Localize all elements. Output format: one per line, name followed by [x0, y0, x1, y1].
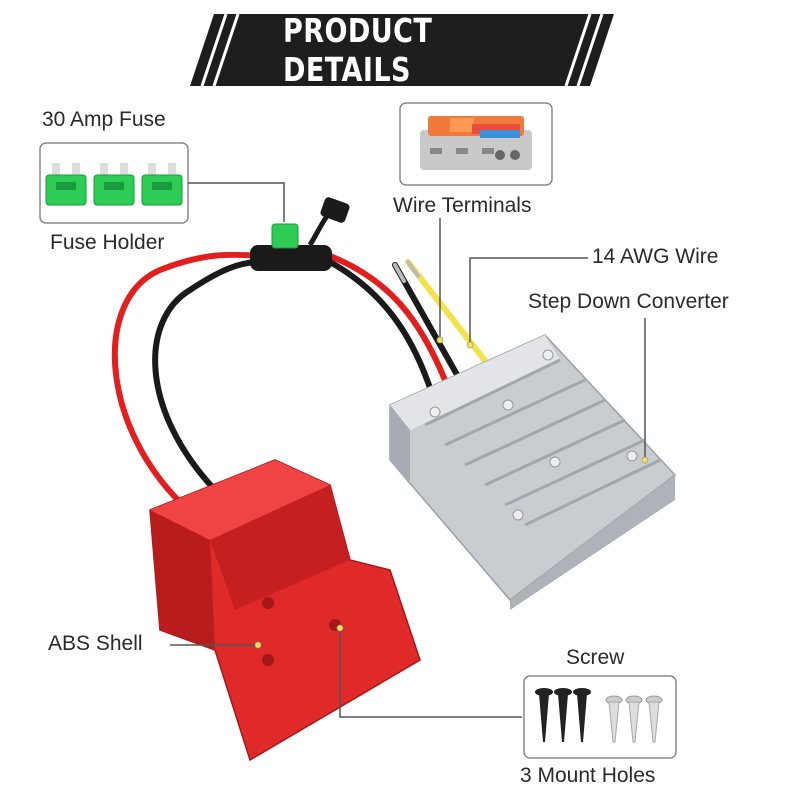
wire-terminals-label: Wire Terminals — [393, 194, 532, 217]
fuse-inset — [39, 142, 189, 224]
mount-holes-label: 3 Mount Holes — [520, 764, 656, 787]
abs-shell-adapter — [149, 459, 421, 762]
fuse-holder-label: Fuse Holder — [50, 231, 165, 254]
wire-terminals-inset — [399, 102, 553, 186]
wire-14awg-label: 14 AWG Wire — [592, 245, 719, 268]
banner-title: PRODUCT DETAILS — [283, 11, 433, 89]
screw-label: Screw — [566, 646, 625, 669]
fuse-holder — [250, 197, 350, 271]
screw-icon-silver-3 — [645, 695, 663, 743]
fuse-icon-2 — [93, 163, 135, 206]
banner — [190, 13, 614, 87]
fuse-label: 30 Amp Fuse — [42, 108, 166, 131]
leader-lines — [170, 182, 646, 718]
fuse-icon-3 — [141, 163, 183, 206]
step-down-converter — [389, 334, 677, 610]
leader-dots — [254, 336, 649, 649]
step-down-label: Step Down Converter — [528, 290, 729, 313]
screws-inset — [523, 675, 677, 759]
screw-icon-black-2 — [554, 688, 572, 742]
wires — [111, 251, 489, 523]
screw-icon-black-3 — [573, 688, 591, 742]
abs-shell-label: ABS Shell — [48, 632, 143, 655]
fuse-icon-1 — [45, 163, 87, 206]
screw-icon-black-1 — [535, 688, 553, 742]
screw-icon-silver-2 — [625, 695, 643, 743]
screw-icon-silver-1 — [605, 695, 623, 743]
